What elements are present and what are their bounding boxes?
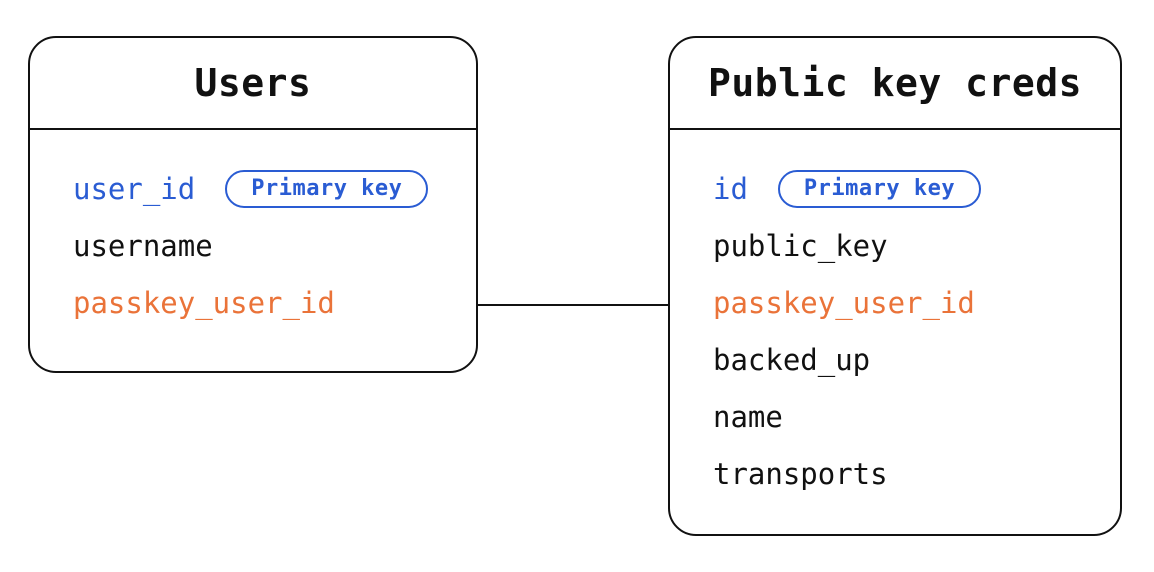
field-row-passkey_user_id: passkey_user_id bbox=[73, 274, 476, 331]
field-name: name bbox=[713, 399, 783, 434]
table-users-fields: user_id Primary key username passkey_user_i… bbox=[30, 130, 476, 331]
field-name: passkey_user_id bbox=[713, 285, 975, 320]
field-name: public_key bbox=[713, 228, 888, 263]
field-row-public_key: public_key bbox=[713, 217, 1120, 274]
field-row-backed_up: backed_up bbox=[713, 331, 1120, 388]
field-name: username bbox=[73, 228, 213, 263]
table-users-title: Users bbox=[30, 38, 476, 130]
field-name: backed_up bbox=[713, 342, 871, 377]
field-name: passkey_user_id bbox=[73, 285, 335, 320]
field-name: user_id bbox=[73, 171, 196, 206]
field-row-user_id: user_id Primary key bbox=[73, 160, 476, 217]
table-public-key-creds-title: Public key creds bbox=[670, 38, 1120, 130]
primary-key-badge: Primary key bbox=[225, 169, 429, 208]
field-name: transports bbox=[713, 456, 888, 491]
field-row-passkey_user_id: passkey_user_id bbox=[713, 274, 1120, 331]
table-users: Users user_id Primary key username passkey_… bbox=[28, 36, 478, 373]
field-row-username: username bbox=[73, 217, 476, 274]
primary-key-badge: Primary key bbox=[777, 169, 982, 208]
field-row-id: id Primary key bbox=[713, 160, 1120, 217]
field-row-transports: transports bbox=[713, 445, 1120, 502]
table-public-key-creds: Public key creds id Primary key public_key… bbox=[668, 36, 1122, 536]
field-name: id bbox=[713, 171, 748, 206]
relationship-line bbox=[478, 304, 668, 306]
field-row-name: name bbox=[713, 388, 1120, 445]
